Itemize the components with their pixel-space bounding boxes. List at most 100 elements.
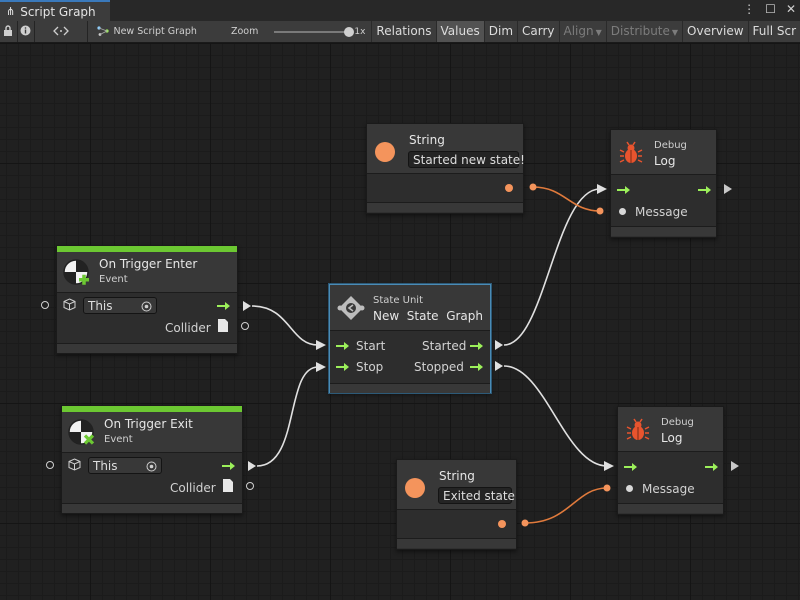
trigger-enter-icon [62,258,92,291]
graph-hierarchy-icon: ⋔ [6,5,16,18]
debug-log-node-1[interactable]: Debug Log Message [610,129,717,238]
string-node-1[interactable]: String Started new state! [366,123,525,214]
collider-label: Collider [165,321,211,335]
node-footer [57,344,237,353]
zoom-slider-thumb[interactable] [344,26,355,37]
flow-input-port[interactable] [617,185,630,195]
document-icon [218,319,228,335]
node-footer [611,227,716,236]
flow-input-port[interactable] [624,462,637,472]
tab-label: Script Graph [20,4,96,19]
node-category: Debug [661,417,694,428]
full-screen-button[interactable]: Full Scr [747,21,800,42]
distribute-dropdown[interactable]: Distribute▼ [605,21,682,42]
trigger-exit-icon [67,418,97,451]
dim-button[interactable]: Dim [483,21,517,42]
align-dropdown[interactable]: Align▼ [558,21,606,42]
node-title: Log [661,431,683,445]
toolbar-divider [34,21,35,42]
node-footer [330,384,490,393]
toolbar-divider [16,21,18,42]
node-footer [618,504,723,513]
debug-log-node-2[interactable]: Debug Log Message [617,406,724,515]
zoom-value: 1x [354,26,366,37]
close-icon[interactable]: ✕ [785,2,796,16]
event-color-bar [62,406,242,412]
flow-output-port[interactable] [217,301,230,311]
window-controls: ⋮ ☐ ✕ [743,2,796,16]
overview-button[interactable]: Overview [682,21,748,42]
flow-output-connector[interactable] [248,461,256,471]
node-subtitle: Event [99,274,128,285]
kebab-menu-icon[interactable]: ⋮ [743,2,756,16]
code-icon[interactable] [35,25,87,39]
graph-name-label[interactable]: New Script Graph [113,26,197,37]
tab-script-graph[interactable]: ⋔ Script Graph [0,0,110,21]
node-footer [397,539,516,548]
flow-input-port[interactable] [336,341,349,351]
node-title: String [439,469,475,483]
message-input-port[interactable] [626,485,633,492]
message-input-port[interactable] [619,208,626,215]
graph-asset-icon [97,25,110,39]
string-value-field[interactable]: Started new state! [408,151,525,168]
flow-output-connector[interactable] [495,340,503,350]
string-type-icon [405,478,425,498]
flow-output-port[interactable] [470,341,483,351]
node-subtitle: Event [104,434,133,445]
target-object-value: This [88,299,113,313]
lock-icon[interactable] [0,24,17,39]
message-label: Message [642,482,695,496]
started-port-label: Started [422,339,467,353]
object-picker-icon[interactable] [141,300,152,317]
output-port[interactable] [505,184,513,192]
node-category: Debug [654,140,687,151]
target-object-field[interactable]: This [83,297,157,314]
maximize-icon[interactable]: ☐ [765,2,776,16]
gameobject-cube-icon [68,458,81,474]
event-color-bar [57,246,237,252]
start-port-label: Start [356,339,386,353]
node-footer [62,504,242,513]
on-trigger-exit-node[interactable]: On Trigger Exit Event This Collider [61,405,243,514]
target-object-field[interactable]: This [88,457,162,474]
zoom-slider[interactable] [274,26,355,37]
values-button[interactable]: Values [435,21,484,42]
flow-output-port[interactable] [698,185,711,195]
collider-label: Collider [170,481,216,495]
distribute-label: Distribute [610,24,670,38]
collider-output-port[interactable] [241,322,249,330]
message-label: Message [635,205,688,219]
chevron-down-icon: ▼ [671,28,679,37]
flow-output-unconnected-icon[interactable] [731,461,739,471]
on-trigger-enter-node[interactable]: On Trigger Enter Event This Collider [56,245,238,354]
node-title: On Trigger Exit [104,417,193,431]
target-input-port[interactable] [41,301,49,309]
flow-output-connector[interactable] [243,301,251,311]
state-unit-icon [337,294,365,325]
string-node-2[interactable]: String Exited state [396,459,517,550]
info-icon[interactable] [18,25,35,39]
flow-output-port[interactable] [470,362,483,372]
node-footer [367,203,523,212]
state-unit-node[interactable]: State Unit New State Graph Start Started… [329,284,491,393]
object-picker-icon[interactable] [146,460,157,477]
gameobject-cube-icon [63,298,76,314]
toolbar-divider [86,21,88,42]
target-input-port[interactable] [46,461,54,469]
flow-output-port[interactable] [222,461,235,471]
carry-button[interactable]: Carry [517,21,559,42]
relations-button[interactable]: Relations [371,21,435,42]
collider-output-port[interactable] [246,482,254,490]
align-label: Align [563,24,594,38]
node-title: String [409,133,445,147]
flow-output-connector[interactable] [495,361,503,371]
flow-input-port[interactable] [336,362,349,372]
stopped-port-label: Stopped [414,360,464,374]
string-value-field[interactable]: Exited state [438,487,515,504]
bug-icon [626,418,650,445]
node-title: Log [654,154,676,168]
flow-output-port[interactable] [705,462,718,472]
output-port[interactable] [498,520,506,528]
flow-output-unconnected-icon[interactable] [724,184,732,194]
